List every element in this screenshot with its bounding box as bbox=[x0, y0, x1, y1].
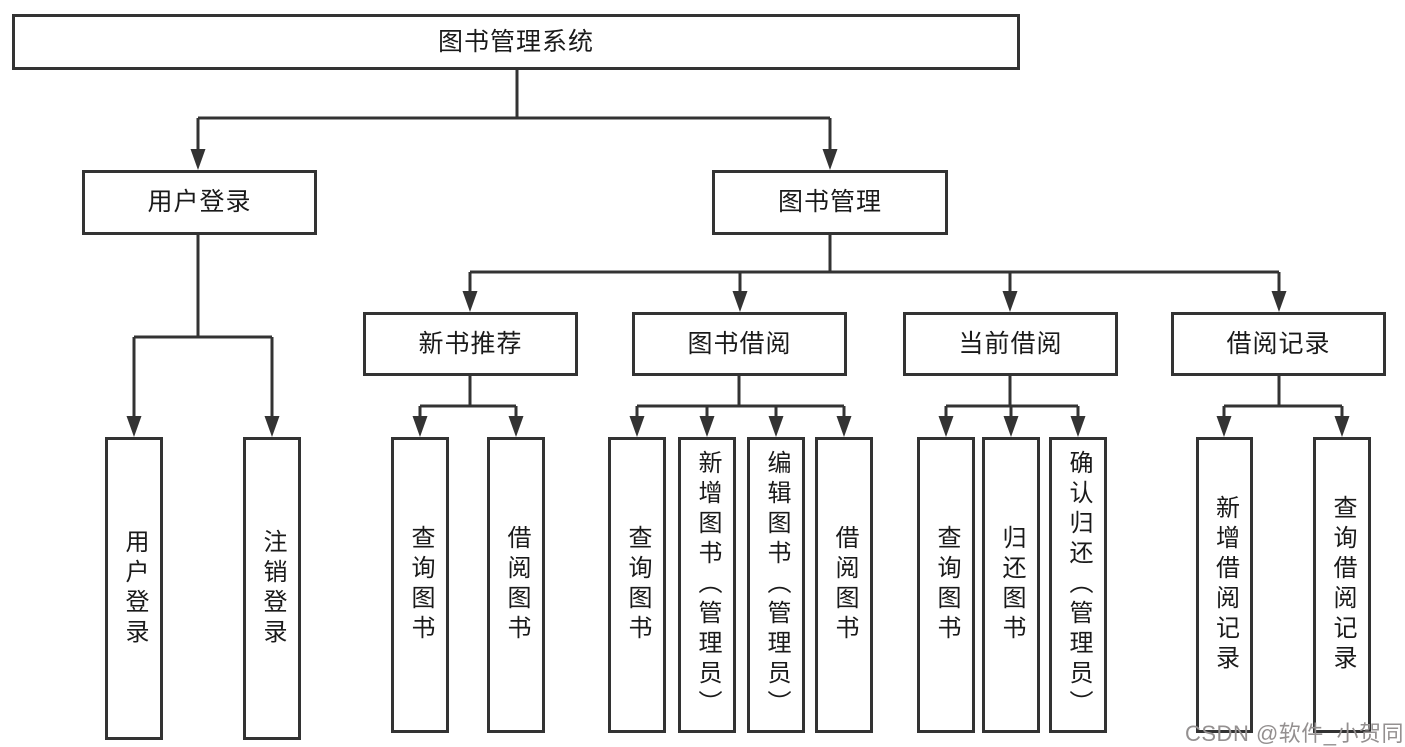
node-leaf-query-books-1: 查询图书 bbox=[391, 437, 449, 733]
node-label: 查询图书 bbox=[624, 525, 651, 645]
node-current-borrowing: 当前借阅 bbox=[903, 312, 1118, 376]
node-label: 查询图书 bbox=[407, 525, 434, 645]
node-label: 确认归还（管理员） bbox=[1065, 450, 1092, 720]
node-leaf-logout: 注销登录 bbox=[243, 437, 301, 740]
node-label: 用户登录 bbox=[121, 528, 148, 649]
csdn-watermark: CSDN @软件_小贺同学 bbox=[1185, 721, 1405, 746]
node-label: 新增借阅记录 bbox=[1211, 495, 1239, 675]
node-label: 借阅记录 bbox=[1226, 329, 1331, 358]
node-label: 用户登录 bbox=[147, 188, 252, 216]
node-label: 图书借阅 bbox=[687, 329, 792, 358]
node-leaf-user-login: 用户登录 bbox=[105, 437, 163, 740]
node-book-management: 图书管理 bbox=[712, 170, 948, 235]
node-leaf-borrow-books-1: 借阅图书 bbox=[487, 437, 545, 733]
node-leaf-add-borrow-record: 新增借阅记录 bbox=[1196, 437, 1253, 733]
node-label: 注销登录 bbox=[259, 528, 286, 649]
node-leaf-query-books-2: 查询图书 bbox=[608, 437, 666, 733]
node-label: 新书推荐 bbox=[418, 329, 523, 358]
node-label: 当前借阅 bbox=[958, 329, 1063, 358]
node-borrowing-records: 借阅记录 bbox=[1171, 312, 1386, 376]
node-label: 借阅图书 bbox=[503, 525, 530, 645]
node-root-system: 图书管理系统 bbox=[12, 14, 1020, 70]
node-leaf-borrow-books-2: 借阅图书 bbox=[815, 437, 873, 733]
node-leaf-edit-books-admin: 编辑图书（管理员） bbox=[747, 437, 805, 733]
node-label: 查询借阅记录 bbox=[1329, 495, 1356, 675]
node-book-borrowing: 图书借阅 bbox=[632, 312, 847, 376]
node-leaf-query-books-3: 查询图书 bbox=[917, 437, 975, 733]
node-new-book-recommend: 新书推荐 bbox=[363, 312, 578, 376]
node-label: 归还图书 bbox=[998, 525, 1025, 645]
node-leaf-confirm-return-admin: 确认归还（管理员） bbox=[1049, 437, 1107, 733]
node-user-login: 用户登录 bbox=[82, 170, 317, 235]
node-leaf-add-books-admin: 新增图书（管理员） bbox=[678, 437, 736, 733]
node-label: 编辑图书（管理员） bbox=[763, 450, 790, 720]
node-label: 查询图书 bbox=[933, 525, 960, 645]
node-label: 新增图书（管理员） bbox=[694, 450, 721, 720]
node-label: 图书管理 bbox=[777, 188, 882, 216]
node-leaf-return-books: 归还图书 bbox=[982, 437, 1040, 733]
node-label: 借阅图书 bbox=[831, 525, 858, 645]
node-label: 图书管理系统 bbox=[437, 27, 594, 56]
node-leaf-query-borrow-record: 查询借阅记录 bbox=[1313, 437, 1371, 733]
